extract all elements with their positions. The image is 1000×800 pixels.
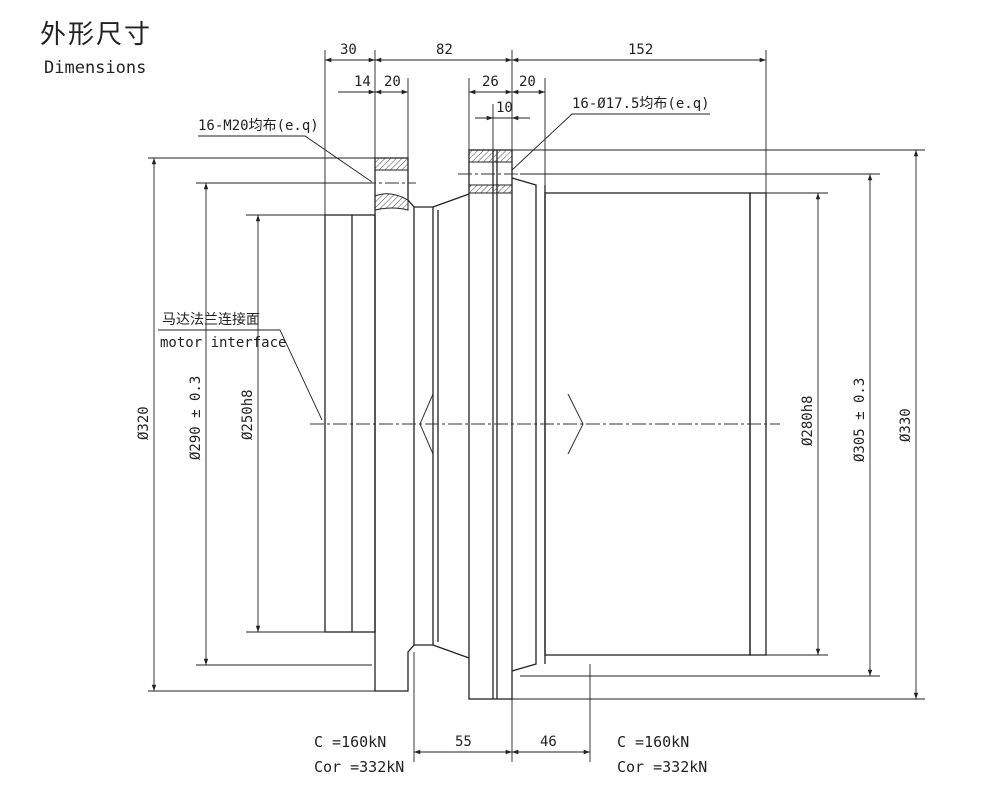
drawing-title-english: Dimensions <box>44 58 147 78</box>
load-rating-right-c: C =160kN <box>617 733 689 751</box>
drawing-title-chinese: 外形尺寸 <box>40 20 153 50</box>
direction-markers <box>419 393 584 455</box>
top-dimension-labels: 30 82 152 14 20 26 20 10 <box>340 42 653 116</box>
dim-phi305: Ø305 ± 0.3 <box>852 378 868 462</box>
right-vertical-dimensions <box>512 149 925 700</box>
dim-46: 46 <box>540 734 557 750</box>
dim-14: 14 <box>354 74 371 90</box>
dim-phi290: Ø290 ± 0.3 <box>188 376 204 460</box>
dim-phi280: Ø280h8 <box>800 395 816 446</box>
dim-20-left: 20 <box>384 74 401 90</box>
left-vertical-dimensions <box>148 157 375 692</box>
motor-spigot <box>324 214 376 633</box>
hatched-sections <box>374 149 513 211</box>
load-rating-left-c: C =160kN <box>314 733 386 751</box>
dim-10: 10 <box>496 100 513 116</box>
dim-phi250: Ø250h8 <box>240 389 256 440</box>
dim-phi320: Ø320 <box>136 406 152 440</box>
part-outline <box>324 149 767 700</box>
load-rating-left-cor: Cor =332kN <box>314 758 404 776</box>
bolt-callout-left: 16-M20均布(e.q) <box>198 118 319 134</box>
dim-152: 152 <box>628 42 653 58</box>
bolt-callout-right: 16-Ø17.5均布(e.q) <box>572 96 710 112</box>
motor-interface-label-zh: 马达法兰连接面 <box>162 311 260 328</box>
right-flange <box>468 149 513 700</box>
motor-interface-callout <box>158 329 323 421</box>
dim-20-right: 20 <box>519 74 536 90</box>
dim-26: 26 <box>482 74 499 90</box>
dim-30: 30 <box>340 42 357 58</box>
left-flange <box>374 157 415 692</box>
dim-phi330: Ø330 <box>898 408 914 442</box>
dim-55: 55 <box>455 734 472 750</box>
top-dimension-lines <box>324 50 767 215</box>
bottom-dimension-lines <box>413 652 591 762</box>
dim-82: 82 <box>436 42 453 58</box>
hub-step <box>511 177 537 672</box>
load-rating-right-cor: Cor =332kN <box>617 758 707 776</box>
motor-interface-label-en: motor interface <box>160 335 286 351</box>
bolt-callouts <box>198 113 710 183</box>
